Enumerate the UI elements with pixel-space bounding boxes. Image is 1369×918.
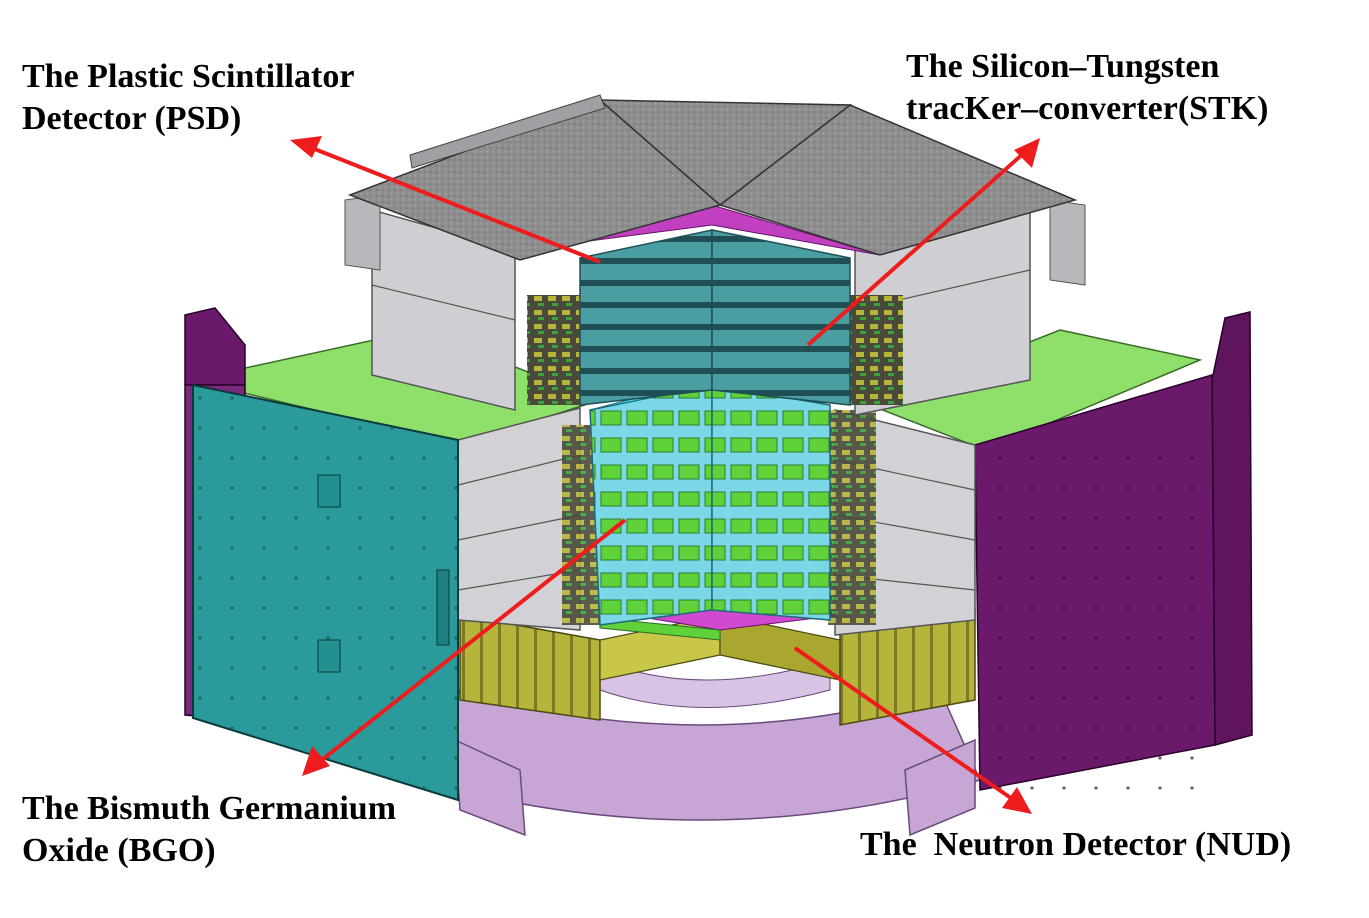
arrow-bgo (302, 518, 627, 776)
annotation-arrows (290, 136, 1040, 814)
arrow-psd (290, 136, 601, 264)
label-stk: The Silicon–Tungsten tracKer–converter(S… (906, 46, 1269, 130)
label-psd: The Plastic Scintillator Detector (PSD) (22, 56, 354, 140)
purple-panel-right (974, 311, 1253, 791)
teal-door-panel (192, 383, 459, 802)
upper-housing (344, 194, 1086, 416)
bgo-calorimeter (589, 377, 831, 626)
label-bgo: The Bismuth Germanium Oxide (BGO) (22, 788, 396, 872)
label-psd-line1: The Plastic Scintillator (22, 58, 355, 95)
label-psd-line2: Detector (PSD) (22, 100, 242, 137)
label-bgo-line1: The Bismuth Germanium (22, 790, 397, 827)
arrow-stk (806, 138, 1040, 347)
label-bgo-line2: Oxide (BGO) (22, 832, 216, 869)
label-nud: The Neutron Detector (NUD) (860, 824, 1291, 866)
label-stk-line1: The Silicon–Tungsten (906, 48, 1220, 85)
label-nud-line1: The Neutron Detector (NUD) (860, 826, 1292, 863)
psd-top-plates (347, 94, 1078, 261)
label-stk-line2: tracKer–converter(STK) (906, 90, 1269, 127)
support-frame (459, 599, 976, 726)
bgo-housing-right (828, 409, 976, 636)
arrow-nud (793, 646, 1032, 814)
